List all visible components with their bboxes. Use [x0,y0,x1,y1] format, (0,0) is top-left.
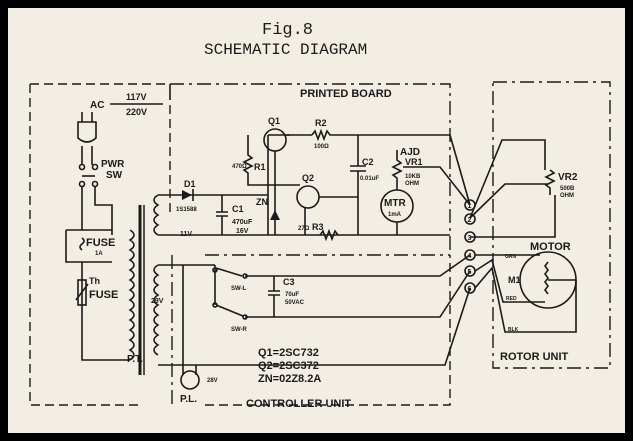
c2-label: C2 [362,157,374,167]
red-label: RED [506,296,517,302]
th-label: Th [89,276,100,286]
pl-label: P.L. [180,394,197,405]
mtr-label: MTR [384,198,406,209]
29v-label: 29V [151,298,164,305]
r2-label: R2 [315,118,327,128]
pwr-label: PWR [101,159,125,170]
thermal-fuse-icon [77,279,87,306]
th-fuse-label: FUSE [89,289,118,301]
blk-label: BLK [508,327,519,333]
r3-label: R3 [312,222,324,232]
ac-220v: 220V [126,107,147,117]
vr1-unit: OHM [405,181,419,187]
fuse-wiring [65,229,130,361]
pt-label: P.T. [127,354,143,365]
sw-r-label: SW-R [231,327,248,333]
fuse-rating: 1A [95,251,103,257]
resistor-r1-icon [242,135,300,186]
printed-board-label: PRINTED BOARD [300,88,392,100]
parts-q2: Q2=2SC372 [258,360,319,372]
ac-output-wiring [158,254,471,366]
d1-label: D1 [184,179,196,189]
power-switch-icon [78,163,113,235]
grn-label: GRN [505,254,517,260]
resistor-r3-icon [319,228,339,242]
switch-sw-r-icon [212,302,248,320]
capacitor-c2-icon [350,135,366,235]
controller-unit-label: CONTROLLER UNIT [246,398,351,410]
c2-value: 0.01uF [360,176,379,182]
ajd-label: AJD [400,147,420,158]
terminal-1-label: 1 [468,203,472,210]
potentiometer-vr2-icon [544,169,556,195]
mtr-value: 1mA [388,212,402,218]
vr1-label: VR1 [405,157,423,167]
motor-label: MOTOR [530,241,571,253]
parts-q1: Q1=2SC732 [258,347,319,359]
sw-label: SW [106,170,123,181]
fuse-icon [79,237,85,251]
terminal-2 [464,213,476,225]
terminal-1 [464,199,476,211]
zener-diode-icon [270,210,280,220]
vr1-value: 10KB [405,174,421,180]
c1-value: 470uF [232,219,253,226]
ac-117v: 117V [126,92,147,102]
fuse-label: FUSE [86,237,115,249]
dc-wiring [158,134,450,236]
capacitor-c1-icon [216,195,228,235]
ac-label: AC [90,100,104,111]
diode-d1-icon [182,190,192,200]
transformer-icon [128,194,160,375]
c3-voltage: 50VAC [285,300,305,306]
rotor-unit-label: ROTOR UNIT [500,351,569,363]
c3-label: C3 [283,277,295,287]
terminal-2-label: 2 [468,217,472,224]
c3-value: 70uF [285,292,299,298]
parts-zn: ZN=02Z8.2A [258,373,321,385]
r3-value: 27Ω [298,226,310,232]
q2-label: Q2 [302,173,314,183]
pilot-lamp-icon [180,370,200,390]
terminal-3-label: 3 [468,235,472,242]
d1-part: 1S1588 [176,207,197,213]
capacitor-c3-icon [268,276,280,317]
sw-l-label: SW-L [231,286,247,292]
28v-label: 28V [207,378,218,384]
r1-label: R1 [254,162,266,172]
controller-unit-outline [29,83,451,406]
m1-label: M1 [508,275,521,285]
r2-value: 100Ω [314,144,329,150]
r1-value: 470Ω [232,164,247,170]
paper [8,8,625,433]
vr2-label: VR2 [558,172,578,183]
plug-icon [77,112,97,165]
potentiometer-vr1-icon [391,150,403,190]
q1-label: Q1 [268,116,280,126]
figure-number: Fig.8 [262,21,313,40]
resistor-r2-icon [311,128,450,142]
terminal-3 [464,231,476,243]
switch-sw-l-icon [212,267,248,279]
zn-label: ZN [256,197,268,207]
vr2-value: 500B [560,186,575,192]
printed-board-outline [169,83,451,405]
c1-voltage: 16V [236,228,249,235]
vr2-unit: OHM [560,193,574,199]
c1-label: C1 [232,204,244,214]
terminal-4-label: 4 [468,253,472,260]
figure-title: SCHEMATIC DIAGRAM [204,41,367,59]
